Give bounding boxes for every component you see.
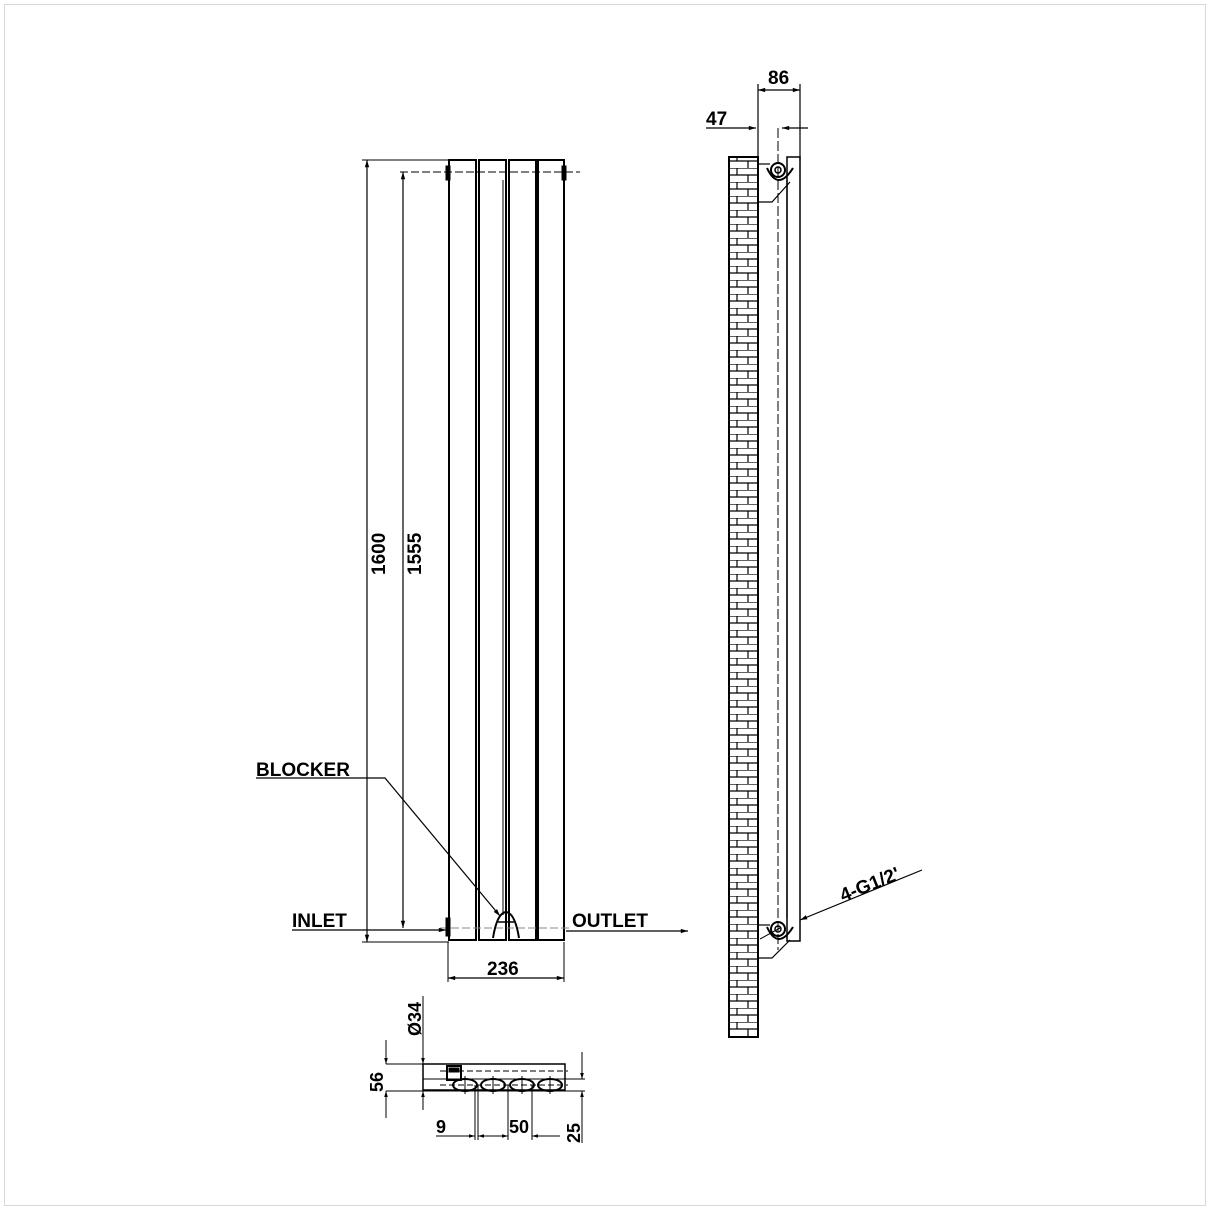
radiator-column-2	[478, 159, 507, 941]
inlet-label: INLET	[292, 911, 347, 932]
pitch-dimension: 50	[509, 1117, 529, 1137]
plan-depth-dimension: 56	[367, 1072, 387, 1092]
outlet-label: OUTLET	[572, 911, 648, 932]
tube-offset-dimension: 25	[564, 1123, 584, 1143]
blocker-label: BLOCKER	[256, 760, 350, 781]
plan-view	[384, 996, 585, 1143]
front-view	[256, 159, 688, 982]
drawing-frame	[4, 4, 1206, 1206]
depth-dimension: 86	[768, 68, 789, 89]
height-centers-dimension: 1555	[405, 532, 426, 575]
blocker-icon	[492, 910, 520, 939]
height-total-dimension: 1600	[369, 533, 390, 575]
width-dimension: 236	[487, 959, 519, 980]
radiator-column-1	[448, 159, 477, 941]
wall-gap-dimension: 47	[706, 109, 727, 130]
diameter-dimension: Ø34	[405, 1002, 425, 1036]
offset-dimension: 9	[436, 1117, 446, 1137]
radiator-column-4	[537, 159, 565, 941]
brick-wall	[728, 156, 759, 1038]
side-view	[706, 84, 923, 1038]
radiator-column-3	[508, 159, 537, 941]
connection-spec-label: 4-G1/2'	[837, 864, 903, 907]
